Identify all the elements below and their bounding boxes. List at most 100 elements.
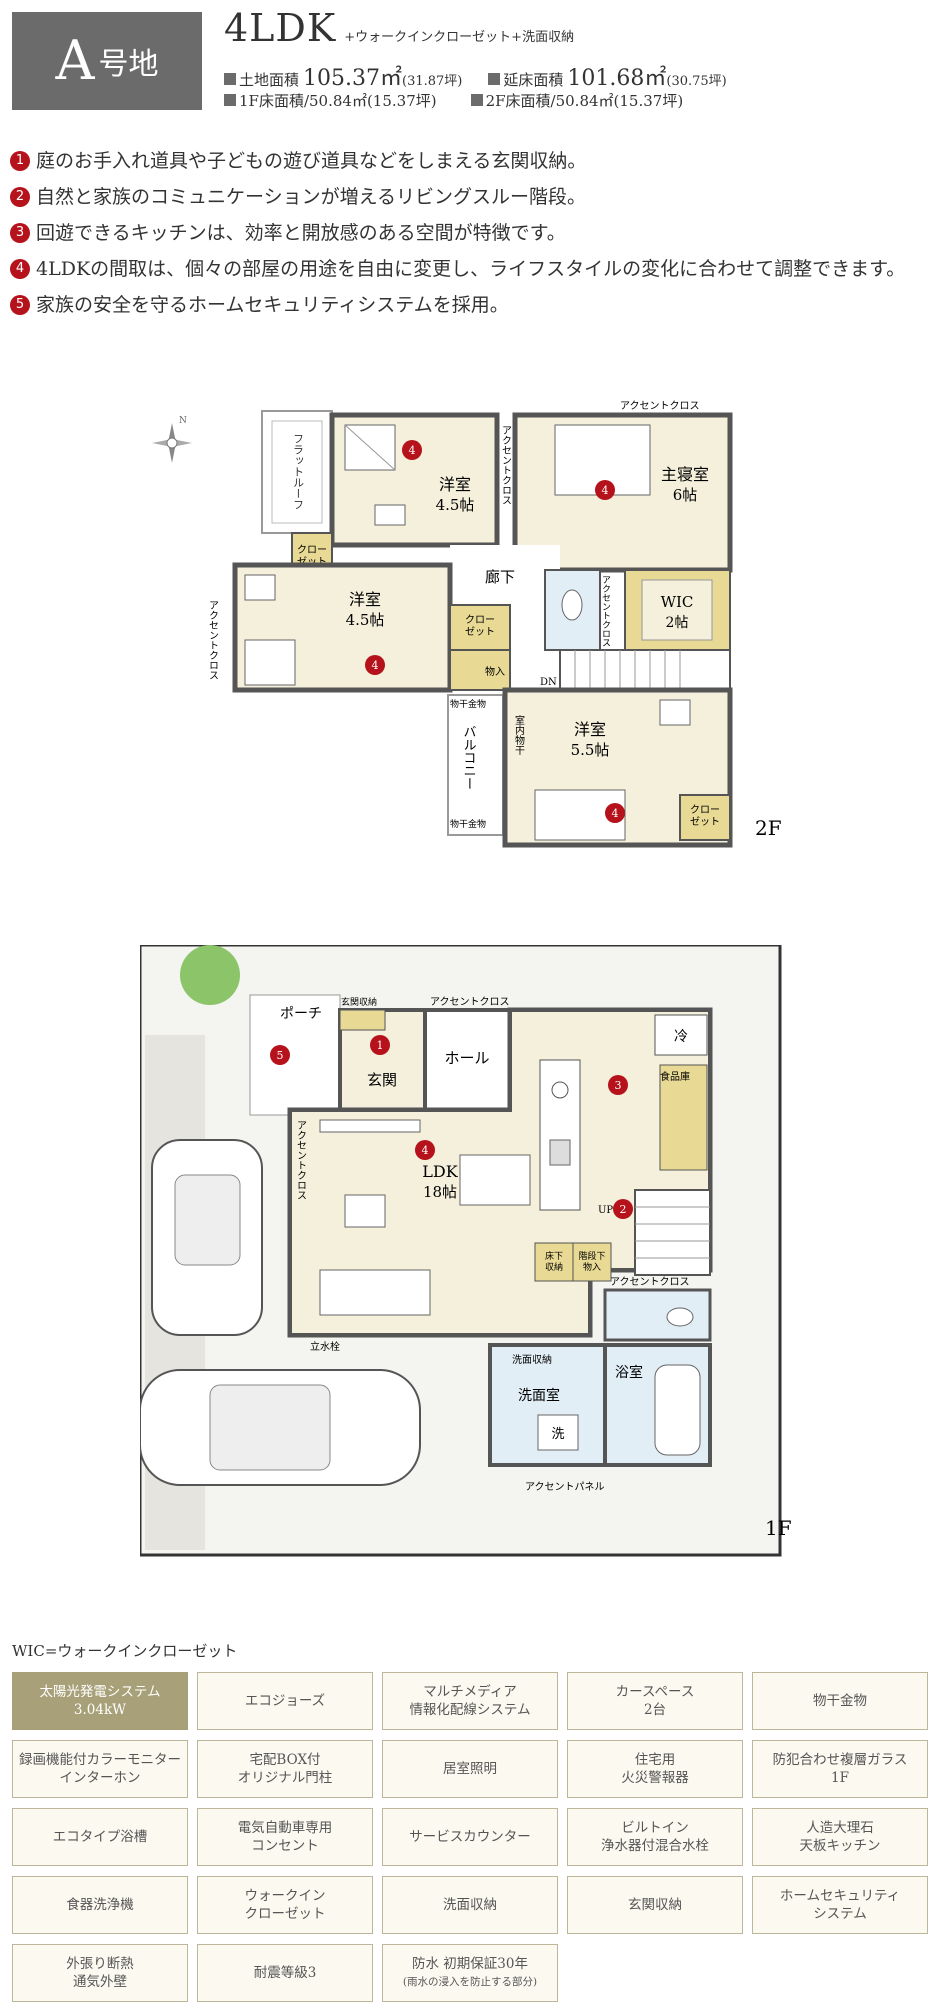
porch-label: ポーチ: [280, 1006, 322, 1022]
spec-item: エコジョーズ: [197, 1672, 373, 1730]
spec-item: サービスカウンター: [382, 1808, 558, 1866]
svg-text:4: 4: [602, 484, 609, 497]
underfloor-storage: [534, 1242, 574, 1282]
washing-machine: [537, 1414, 579, 1451]
under-stairs-storage: [572, 1242, 612, 1282]
accent-toilet: アクセントクロス: [610, 1276, 690, 1288]
feature-text: 家族の安全を守るホームセキュリティシステムを採用。: [36, 294, 509, 316]
entry-storage-label: 玄関収納: [341, 996, 377, 1008]
spec-item: ビルトイン 浄水器付混合水栓: [567, 1808, 743, 1866]
accent-left-1f: アクセントクロス: [295, 1120, 307, 1200]
number-badge: 4: [10, 259, 30, 279]
room2-label: 洋室: [349, 590, 381, 609]
spec-item: 録画機能付カラーモニター インターホン: [12, 1740, 188, 1798]
marker-2: [613, 1199, 633, 1219]
desk-icon: [244, 574, 276, 601]
accent-v1: アクセントクロス: [500, 425, 512, 505]
desk-icon: [374, 504, 406, 526]
lot-suffix: 号地: [98, 47, 159, 82]
accent-top-1f: アクセントクロス: [430, 996, 510, 1008]
svg-text:4: 4: [422, 1144, 429, 1157]
hall-label: 廊下: [485, 568, 515, 586]
spec-item: 防水 初期保証30年 (雨水の浸入を防止する部分): [382, 1944, 558, 2002]
sink-icon: [549, 1139, 571, 1166]
number-badge: 5: [10, 295, 30, 315]
number-badge: 3: [10, 223, 30, 243]
fridge: [654, 1014, 708, 1056]
bath-label: 浴室: [615, 1364, 643, 1381]
accent-left: アクセントクロス: [207, 600, 219, 680]
f1-area: 1F床面積/50.84㎡(15.37坪): [239, 92, 437, 110]
spec-item: 物干金物: [752, 1672, 928, 1730]
spec-item: 耐震等級3: [197, 1944, 373, 2002]
svg-text:床下収納: 床下収納: [545, 1250, 563, 1273]
master-label: 主寝室: [661, 465, 709, 484]
marker-4: [595, 480, 615, 500]
floor-area-value: 101.68㎡: [567, 66, 667, 91]
ldk-label: LDK: [422, 1162, 458, 1181]
area-row-floors: 1F床面積/50.84㎡(15.37坪) 2F床面積/50.84㎡(15.37坪…: [224, 90, 683, 111]
spec-item: 洗面収納: [382, 1876, 558, 1934]
square-bullet-icon: [224, 94, 236, 106]
toilet-1f: [603, 1288, 712, 1342]
site-area-tsubo: (31.87坪): [402, 74, 463, 89]
dining-table-icon: [459, 1154, 531, 1206]
lot-badge: A 号地: [12, 12, 202, 110]
spec-item: ウォークイン クローゼット: [197, 1876, 373, 1934]
spec-item: 居室照明: [382, 1740, 558, 1798]
hallway: [450, 545, 560, 605]
floor-plan-2f: N フラットルーフ 4 洋室 4.5帖 クローゼット アクセントクロス 4 主寝…: [152, 400, 782, 848]
svg-text:4: 4: [409, 444, 416, 457]
wic-note: WIC=ウォークインクローゼット: [12, 1642, 238, 1660]
spec-item: 防犯合わせ複層ガラス 1F: [752, 1740, 928, 1798]
porch: [249, 994, 341, 1116]
washer-label: 洗: [551, 1427, 564, 1442]
spec-item: カースペース 2台: [567, 1672, 743, 1730]
square-bullet-icon: [224, 73, 236, 85]
spec-item: エコタイプ浴槽: [12, 1808, 188, 1866]
sofa-icon: [319, 1269, 431, 1316]
marker-4: [605, 803, 625, 823]
pantry: [659, 1064, 708, 1171]
storage-2f: [449, 649, 511, 691]
svg-text:4: 4: [612, 807, 619, 820]
dryer-top: 物干金物: [450, 698, 486, 710]
desk-icon: [659, 699, 691, 726]
svg-text:クローゼット: クローゼット: [690, 804, 720, 828]
bed-icon: [244, 639, 296, 686]
balcony-label: バルコニー: [461, 725, 477, 790]
tv-board-icon: [319, 1119, 421, 1133]
up-label: UP: [598, 1205, 613, 1216]
room1-label: 洋室: [439, 475, 471, 494]
spec-item: ホームセキュリティ システム: [752, 1876, 928, 1934]
marker-4: [365, 655, 385, 675]
wic-label: WIC: [661, 593, 694, 611]
closet-3: [679, 794, 731, 841]
staircase-2f: [559, 649, 731, 691]
room2-size: 4.5帖: [346, 611, 385, 629]
marker-1: [370, 1035, 390, 1055]
washroom-label: 洗面室: [518, 1387, 560, 1404]
spec-item: 住宅用 火災警報器: [567, 1740, 743, 1798]
accent-top: アクセントクロス: [620, 400, 700, 412]
feature-item: 5 家族の安全を守るホームセキュリティシステムを採用。: [10, 292, 930, 318]
dryer-bottom: 物干金物: [450, 818, 486, 830]
floor-label-2f: 2F: [755, 816, 782, 840]
svg-text:2: 2: [620, 1203, 627, 1216]
svg-text:5: 5: [277, 1049, 284, 1062]
room3-label: 洋室: [574, 720, 606, 739]
pantry-label: 食品庫: [660, 1070, 690, 1083]
square-bullet-icon: [470, 94, 483, 106]
spec-item: マルチメディア 情報化配線システム: [382, 1672, 558, 1730]
feature-item: 3 回遊できるキッチンは、効率と開放感のある空間が特徴です。: [10, 220, 930, 246]
floor-area-label: 延床面積: [503, 71, 564, 89]
hall-label-1f: ホール: [444, 1049, 489, 1067]
feature-text: 自然と家族のコミュニケーションが増えるリビングスルー階段。: [36, 186, 587, 208]
marker-4: [415, 1140, 435, 1160]
feature-text: 回遊できるキッチンは、効率と開放感のある空間が特徴です。: [36, 222, 566, 244]
number-badge: 2: [10, 187, 30, 207]
low-table-icon: [344, 1194, 386, 1228]
master-size: 6帖: [673, 486, 698, 504]
bathtub-icon: [654, 1364, 701, 1456]
staircase-1f: [634, 1189, 711, 1276]
